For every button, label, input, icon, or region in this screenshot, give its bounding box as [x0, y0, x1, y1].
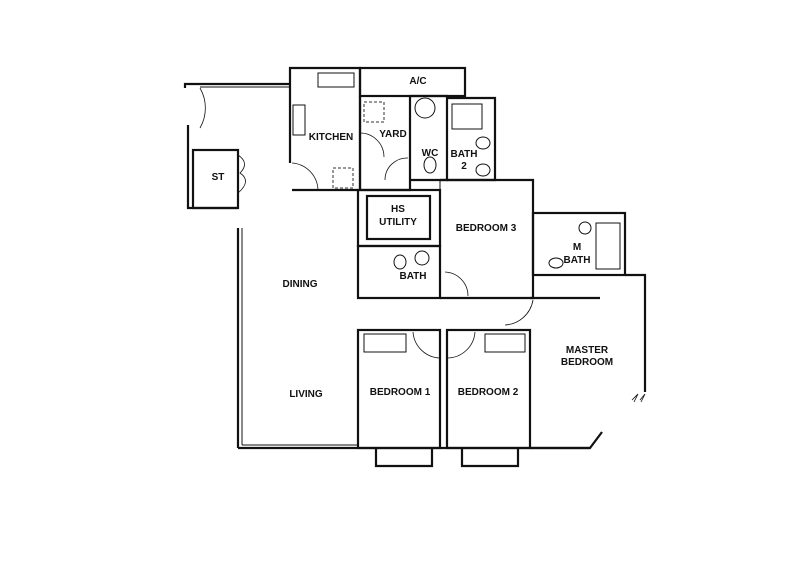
label-ac: A/C — [409, 76, 426, 87]
label-yard: YARD — [379, 129, 406, 140]
label-wc: WC — [422, 148, 439, 159]
room-labels: A/C KITCHEN YARD WC BATH 2 ST HS UTILITY… — [212, 76, 614, 400]
label-m: M — [573, 242, 581, 253]
label-bedroom-1: BEDROOM 1 — [370, 387, 431, 398]
label-utility: UTILITY — [379, 217, 417, 228]
label-kitchen: KITCHEN — [309, 132, 353, 143]
label-bedroom-3: BEDROOM 3 — [456, 223, 517, 234]
label-st: ST — [212, 172, 225, 183]
label-master-bedroom: BEDROOM — [561, 357, 613, 368]
label-master: MASTER — [566, 345, 609, 356]
label-bath2-number: 2 — [461, 161, 467, 172]
label-hs: HS — [391, 204, 405, 215]
label-bedroom-2: BEDROOM 2 — [458, 387, 519, 398]
label-bath: BATH — [399, 271, 426, 282]
label-m-bath: BATH — [563, 255, 590, 266]
walls — [183, 66, 647, 468]
label-dining: DINING — [283, 279, 318, 290]
label-living: LIVING — [289, 389, 323, 400]
label-bath2: BATH — [450, 149, 477, 160]
